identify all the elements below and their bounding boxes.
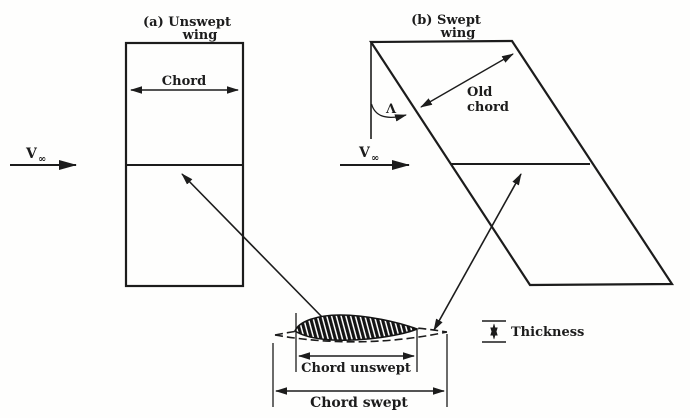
thickness-label: Thickness	[511, 325, 584, 340]
panel-b-title-line2: wing	[440, 26, 476, 41]
freestream-right: V ∞	[340, 145, 410, 170]
panel-b-swept-wing: (b) Swept wing Λ Old chord	[368, 13, 675, 287]
sweep-angle-label: Λ	[385, 102, 397, 117]
old-chord-arrow	[420, 53, 514, 108]
sweep-angle-arc	[370, 103, 407, 122]
old-chord-label-line2: chord	[467, 100, 509, 115]
freestream-right-symbol: V	[358, 145, 371, 161]
thickness-indicator	[482, 320, 506, 343]
panel-a-unswept-wing: (a) Unswept wing Chord	[124, 15, 245, 288]
unswept-section-airfoil	[294, 314, 420, 342]
section-callout-arrow-right	[433, 173, 522, 331]
chord-label: Chord	[162, 74, 206, 89]
panel-b-title-line1: (b) Swept	[411, 13, 481, 28]
freestream-left-subscript: ∞	[38, 154, 46, 165]
airfoil-section-comparison: Thickness Chord unswept Chord swept	[272, 313, 584, 411]
swept-section-outline-lower	[274, 331, 448, 343]
section-callout-arrow-left	[181, 173, 324, 319]
panel-a-title-line2: wing	[182, 28, 218, 43]
chord-unswept-label: Chord unswept	[301, 361, 411, 376]
freestream-left: V ∞	[10, 146, 77, 170]
chord-swept-label: Chord swept	[310, 395, 408, 411]
freestream-left-symbol: V	[25, 146, 38, 162]
panel-a-title-line1: (a) Unswept	[143, 15, 231, 30]
old-chord-label-line1: Old	[467, 85, 492, 100]
freestream-right-subscript: ∞	[371, 153, 379, 164]
